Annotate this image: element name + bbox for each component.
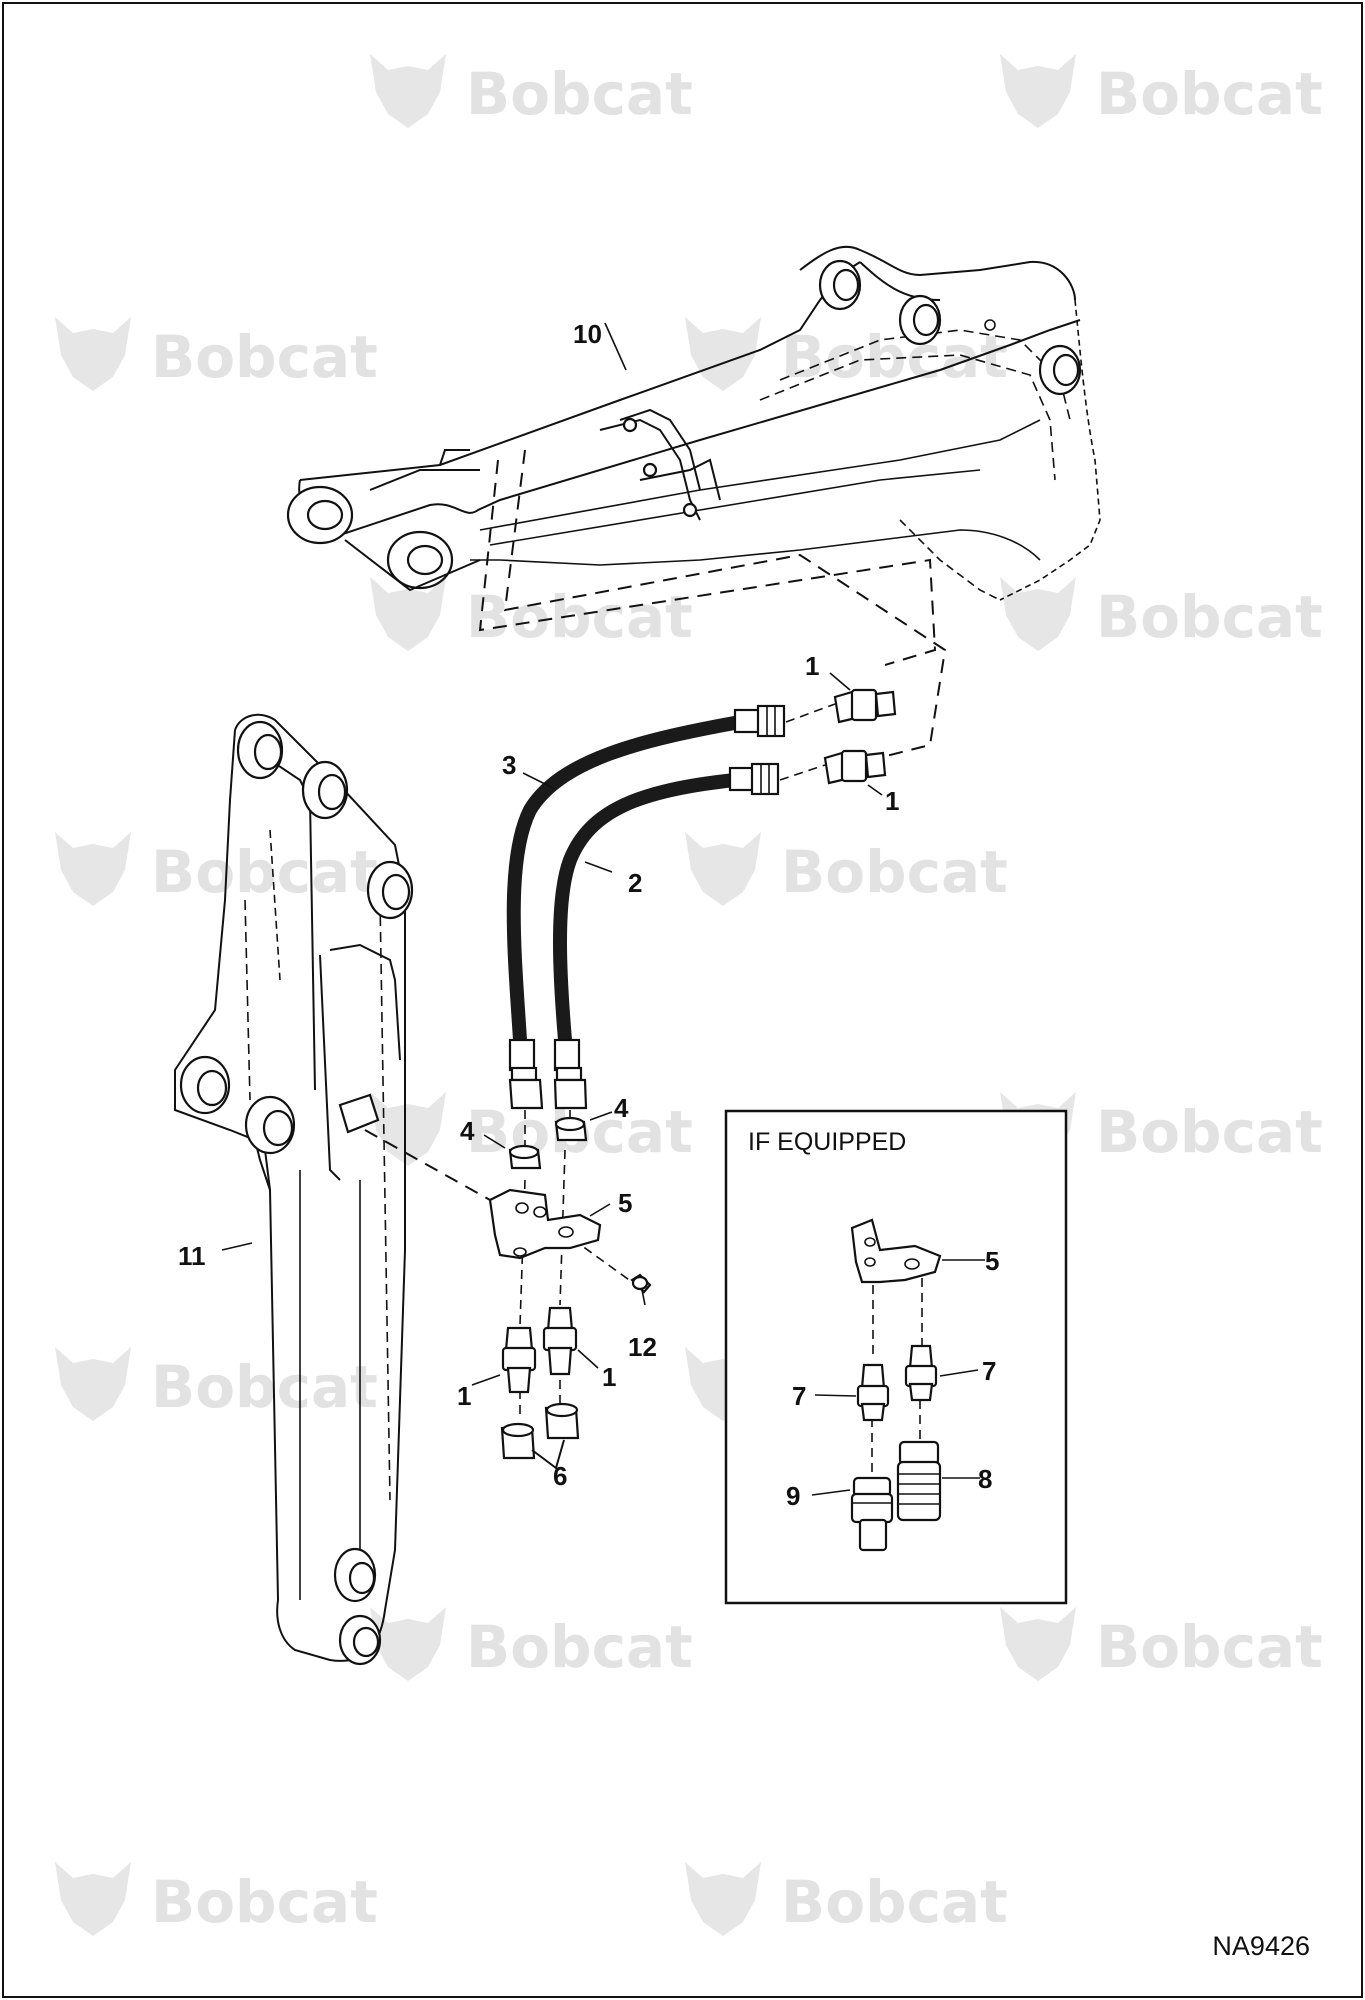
watermark-logo-icon xyxy=(55,1347,131,1421)
watermark-logo-icon xyxy=(1000,577,1076,651)
fitting-1-upper-a xyxy=(833,688,897,724)
inset-fitting-7-right xyxy=(904,1344,938,1402)
inset-title: IF EQUIPPED xyxy=(748,1128,906,1156)
callout-1-upper-a: 1 xyxy=(805,651,819,681)
route-line-lower xyxy=(503,449,947,761)
watermark: Bobcat xyxy=(685,317,1008,391)
watermark-text: Bobcat xyxy=(1096,60,1323,128)
callout-7-inset-right: 7 xyxy=(982,1356,996,1386)
watermark-logo-icon xyxy=(370,1092,446,1166)
watermark-text: Bobcat xyxy=(781,838,1008,906)
callout-11: 11 xyxy=(178,1241,206,1271)
inset-bracket-5 xyxy=(850,1218,942,1284)
hoses xyxy=(506,704,786,1110)
inset-fitting-7-left xyxy=(856,1363,890,1422)
watermark-text: Bobcat xyxy=(781,323,1008,391)
watermark-text: Bobcat xyxy=(151,1353,378,1421)
watermark-text: Bobcat xyxy=(151,838,378,906)
cap-6-right xyxy=(544,1402,580,1440)
watermark: Bobcat xyxy=(1000,1607,1323,1681)
callout-1-lower-right: 1 xyxy=(602,1362,616,1392)
route-line-upper xyxy=(478,459,937,666)
watermark: Bobcat xyxy=(370,1607,693,1681)
watermark-logo-icon xyxy=(370,1607,446,1681)
callout-8-inset: 8 xyxy=(978,1464,992,1494)
callout-10: 10 xyxy=(573,319,602,349)
callout-3: 3 xyxy=(502,750,516,780)
watermark-logo-icon xyxy=(55,1862,131,1936)
watermark: Bobcat xyxy=(685,1862,1008,1936)
callout-labels: 10 1 1 3 2 4 4 5 12 1 1 6 11 5 7 7 8 9 xyxy=(178,319,999,1511)
callout-7-inset-left: 7 xyxy=(792,1381,806,1411)
watermark: Bobcat xyxy=(370,577,693,651)
callout-2: 2 xyxy=(628,868,642,898)
nut-4-right xyxy=(554,1116,588,1142)
watermark: Bobcat xyxy=(1000,577,1323,651)
watermark-logo-icon xyxy=(55,832,131,906)
cap-bracket-line xyxy=(531,1439,565,1470)
watermark-text: Bobcat xyxy=(1096,1098,1323,1166)
bolt-12 xyxy=(630,1273,652,1294)
inset-coupler-9 xyxy=(850,1476,894,1552)
hose-3 xyxy=(506,715,747,1047)
watermark-text: Bobcat xyxy=(1096,1613,1323,1681)
watermark-logo-icon xyxy=(55,317,131,391)
watermark: Bobcat xyxy=(55,317,378,391)
callout-9-inset: 9 xyxy=(786,1481,800,1511)
hose-3-bottom-fitting xyxy=(508,1038,544,1110)
watermark-logo-icon xyxy=(1000,54,1076,128)
figure-number: NA9426 xyxy=(1212,1931,1310,1961)
watermark-text: Bobcat xyxy=(466,583,693,651)
watermark: Bobcat xyxy=(55,1347,378,1421)
watermark-text: Bobcat xyxy=(151,1868,378,1936)
watermark-text: Bobcat xyxy=(466,1613,693,1681)
callout-4-left: 4 xyxy=(460,1116,475,1146)
watermark-logo-icon xyxy=(370,577,446,651)
watermark-logo-icon xyxy=(685,1862,761,1936)
callout-5-inset: 5 xyxy=(985,1246,999,1276)
watermark-logo-icon xyxy=(685,832,761,906)
dipper-arm xyxy=(286,245,1101,601)
callout-1-lower-left: 1 xyxy=(457,1381,471,1411)
dash-fit-1b xyxy=(779,764,826,781)
watermark-logo-icon xyxy=(1000,1607,1076,1681)
fitting-1-lower-left xyxy=(501,1326,537,1394)
watermark-text: Bobcat xyxy=(781,1868,1008,1936)
bracket-5 xyxy=(488,1188,602,1260)
inset-coupler-8 xyxy=(896,1440,942,1522)
callout-1-upper-b: 1 xyxy=(885,786,899,816)
inset-box xyxy=(724,1109,1068,1605)
watermark: Bobcat xyxy=(1000,54,1323,128)
hose-3-top-fitting xyxy=(733,704,786,738)
cap-6-left xyxy=(500,1422,536,1460)
callout-6: 6 xyxy=(553,1461,567,1491)
watermark: Bobcat xyxy=(370,54,693,128)
callout-5: 5 xyxy=(618,1188,632,1218)
hose-2 xyxy=(553,773,742,1047)
leader-lines xyxy=(221,322,985,1496)
nut-4-left xyxy=(508,1144,542,1170)
fitting-1-upper-b xyxy=(823,749,887,785)
watermark-logo-icon xyxy=(370,54,446,128)
dash-fit-1a xyxy=(785,703,836,723)
dash-down-left xyxy=(519,1179,526,1326)
boom xyxy=(174,713,414,1666)
hose-2-bottom-fitting xyxy=(553,1038,588,1110)
route-line-bracket xyxy=(364,1129,491,1201)
watermark-text: Bobcat xyxy=(1096,583,1323,651)
watermark-logo-icon xyxy=(685,317,761,391)
watermark-text: Bobcat xyxy=(466,60,693,128)
callout-4-right: 4 xyxy=(614,1093,629,1123)
watermark-text: Bobcat xyxy=(151,323,378,391)
watermark: Bobcat xyxy=(55,1862,378,1936)
callout-12: 12 xyxy=(628,1332,657,1362)
watermark: Bobcat xyxy=(55,832,378,906)
hose-2-top-fitting xyxy=(728,762,780,796)
watermark: Bobcat xyxy=(685,832,1008,906)
fitting-1-lower-right xyxy=(542,1306,578,1376)
